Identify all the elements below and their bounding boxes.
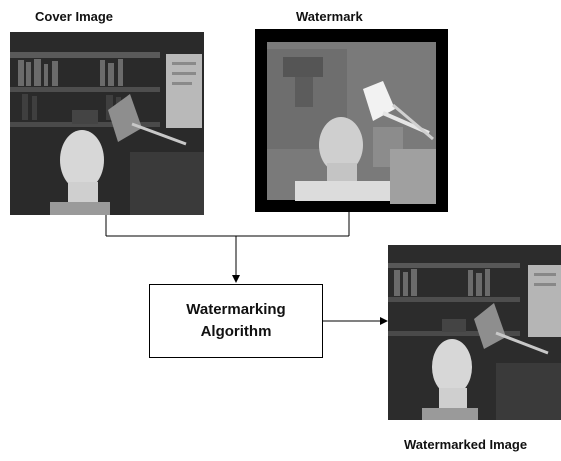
watermarked-image (388, 245, 561, 420)
watermarked-image-label: Watermarked Image (404, 437, 528, 452)
cover-image (10, 32, 204, 215)
cover-image-label: Cover Image (35, 9, 114, 24)
algorithm-box-line2: Algorithm (200, 323, 272, 340)
algorithm-box-line1: Watermarking (186, 301, 286, 318)
watermark-image (255, 29, 448, 212)
watermarking-algorithm-box: Watermarking Algorithm (149, 284, 323, 358)
watermark-label: Watermark (296, 9, 363, 24)
